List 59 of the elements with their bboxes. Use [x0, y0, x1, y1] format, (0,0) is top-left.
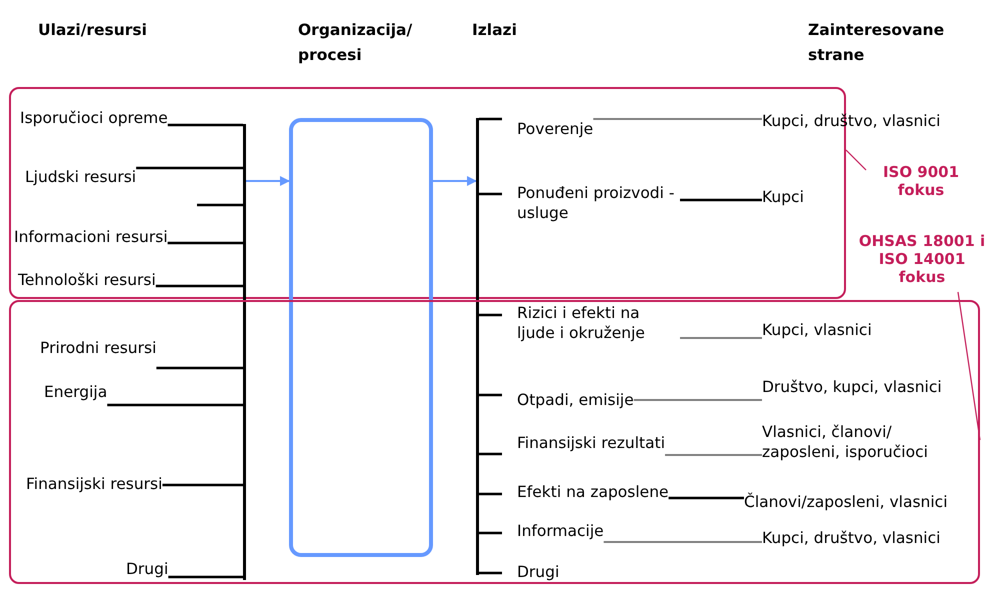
process-box	[289, 118, 433, 557]
connector-line	[680, 337, 762, 339]
stakeholder-label: Kupci	[762, 187, 804, 207]
connector-line	[479, 192, 502, 196]
connector-line	[479, 452, 502, 456]
stakeholder-label: Kupci, društvo, vlasnici	[762, 528, 940, 548]
connector-line	[479, 572, 502, 574]
connector-line	[168, 576, 243, 578]
output-label: Rizici i efekti na ljude i okruženje	[502, 303, 680, 343]
input-label: Prirodni resursi	[40, 338, 156, 371]
output-label: Otpadi, emisije	[502, 390, 634, 410]
connector-line	[479, 314, 502, 316]
output-label: Informacije	[502, 521, 604, 545]
connector-line	[668, 496, 744, 500]
focus-region	[9, 300, 980, 584]
connector-line	[156, 284, 243, 288]
input-label: Isporučioci opreme	[20, 108, 168, 128]
input-label: Finansijski resursi	[26, 474, 162, 494]
stakeholder-label: Članovi/zaposleni, vlasnici	[744, 492, 948, 512]
connector-line	[479, 532, 502, 534]
stakeholder-label: Vlasnici, članovi/ zaposleni, isporučioci	[762, 422, 972, 462]
stakeholder-label: Kupci, vlasnici	[762, 320, 872, 341]
output-label: Poverenje	[502, 116, 594, 139]
column-heading: Organizacija/ procesi	[298, 20, 414, 66]
connector-line	[665, 454, 762, 456]
focus-note: OHSAS 18001 i ISO 14001 fokus	[856, 232, 988, 292]
connector-line	[479, 394, 502, 396]
connector-line	[156, 366, 243, 370]
input-label: Ljudski resursi	[25, 165, 136, 187]
input-label: Energija	[44, 382, 108, 408]
connector-line	[479, 118, 502, 120]
connector-line	[604, 541, 762, 543]
output-label: Drugi	[502, 562, 560, 582]
bracket-bar	[243, 124, 246, 580]
connector-line	[107, 404, 243, 406]
arrow	[246, 176, 290, 186]
connector-line	[162, 484, 243, 486]
connector-line	[136, 166, 243, 170]
connector-line	[634, 399, 762, 401]
connector-line	[479, 492, 502, 496]
column-heading: Zainteresovane strane	[808, 20, 946, 66]
connector-line	[680, 198, 762, 202]
column-heading: Izlazi	[472, 20, 518, 41]
arrow	[433, 176, 477, 186]
connector-line	[168, 242, 243, 244]
stakeholder-label: Društvo, kupci, vlasnici	[762, 377, 942, 403]
leader-line	[846, 150, 866, 170]
output-label: Finansijski rezultati	[502, 433, 666, 458]
connector-line	[593, 118, 762, 120]
leader-line	[957, 292, 981, 440]
output-label: Efekti na zaposlene	[502, 482, 669, 502]
focus-note: ISO 9001 fokus	[866, 163, 976, 205]
bracket-bar	[476, 118, 479, 575]
input-label: Tehnološki resursi	[18, 270, 156, 290]
column-heading: Ulazi/resursi	[38, 20, 148, 41]
output-label: Ponuđeni proizvodi - usluge	[502, 183, 680, 223]
input-label: Informacioni resursi	[14, 227, 168, 247]
connector-line	[168, 124, 243, 126]
input-label: Drugi	[126, 559, 168, 580]
